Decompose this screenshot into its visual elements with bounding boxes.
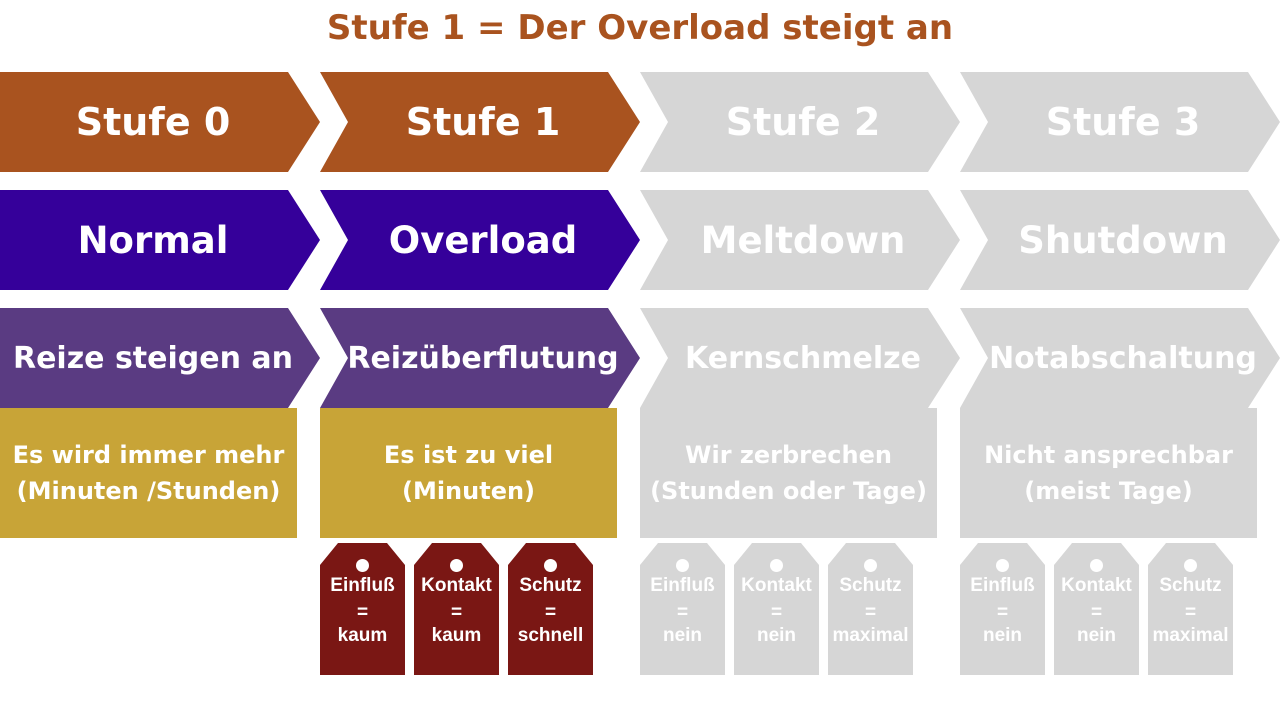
stage-subtitle-chevron: Notabschaltung xyxy=(960,308,1280,408)
tag-hole-icon xyxy=(356,559,369,572)
tag-hole-icon xyxy=(450,559,463,572)
stage-name-chevron: Normal xyxy=(0,190,320,290)
tag-equals: = xyxy=(356,602,369,623)
stage-description-box: Nicht ansprechbar (meist Tage) xyxy=(960,408,1257,538)
tag-value: nein xyxy=(756,625,797,646)
stage-subtitle-label: Reizüberflutung xyxy=(347,340,619,376)
stage-tag: Schutz =maximal xyxy=(1148,543,1233,675)
tag-hole-icon xyxy=(996,559,1009,572)
tag-hole-icon xyxy=(770,559,783,572)
stage-tag: Einfluß =nein xyxy=(960,543,1045,675)
stage-level-label: Stufe 1 xyxy=(405,100,561,144)
stage-subtitle-chevron: Reize steigen an xyxy=(0,308,320,408)
tag-value: kaum xyxy=(431,625,482,646)
tag-label: Einfluß xyxy=(970,575,1035,596)
tag-label: Kontakt xyxy=(741,575,812,596)
stage-level-chevron: Stufe 1 xyxy=(320,72,640,172)
stage-name-chevron: Shutdown xyxy=(960,190,1280,290)
tag-equals: = xyxy=(996,602,1009,623)
tag-equals: = xyxy=(544,602,557,623)
stage-subtitle-label: Reize steigen an xyxy=(12,340,294,376)
tag-value: nein xyxy=(982,625,1023,646)
stage-subtitle-chevron: Reizüberflutung xyxy=(320,308,640,408)
stage-subtitle-label: Kernschmelze xyxy=(685,340,921,376)
tag-label: Einfluß xyxy=(650,575,715,596)
stage-tag: Schutz =schnell xyxy=(508,543,593,675)
stage-name-chevron: Overload xyxy=(320,190,640,290)
tag-equals: = xyxy=(864,602,877,623)
stage-subtitle-label: Notabschaltung xyxy=(989,340,1257,376)
tag-label: Kontakt xyxy=(1061,575,1132,596)
tag-label: Schutz xyxy=(1159,575,1222,596)
tag-hole-icon xyxy=(864,559,877,572)
stage-tag: Kontakt =nein xyxy=(734,543,819,675)
tag-equals: = xyxy=(1090,602,1103,623)
stage-description-line: Es wird immer mehr xyxy=(12,441,285,469)
tag-equals: = xyxy=(450,602,463,623)
stage-tag: Kontakt =nein xyxy=(1054,543,1139,675)
tag-hole-icon xyxy=(1184,559,1197,572)
stage-description-box: Wir zerbrechen (Stunden oder Tage) xyxy=(640,408,937,538)
page-title: Stufe 1 = Der Overload steigt an xyxy=(326,8,954,48)
stage-subtitle-chevron: Kernschmelze xyxy=(640,308,960,408)
stage-level-chevron: Stufe 3 xyxy=(960,72,1280,172)
stage-name-label: Shutdown xyxy=(1018,218,1228,262)
stage-name-label: Meltdown xyxy=(700,218,906,262)
tag-value: nein xyxy=(1076,625,1117,646)
stage-description-box: Es wird immer mehr (Minuten /Stunden) xyxy=(0,408,297,538)
stage-description-line: Es ist zu viel xyxy=(383,441,554,469)
tag-value: nein xyxy=(662,625,703,646)
tag-equals: = xyxy=(1184,602,1197,623)
tag-value: schnell xyxy=(517,625,584,646)
stage-description-line: Wir zerbrechen xyxy=(685,441,892,469)
tag-label: Schutz xyxy=(519,575,582,596)
tag-hole-icon xyxy=(676,559,689,572)
stage-level-label: Stufe 0 xyxy=(75,100,231,144)
tag-value: maximal xyxy=(832,625,909,646)
tag-label: Einfluß xyxy=(330,575,395,596)
tag-label: Schutz xyxy=(839,575,902,596)
stage-level-chevron: Stufe 0 xyxy=(0,72,320,172)
stage-level-label: Stufe 2 xyxy=(725,100,881,144)
stage-description-line: Nicht ansprechbar xyxy=(984,441,1233,469)
stage-name-label: Normal xyxy=(77,218,229,262)
stage-duration-line: (Minuten /Stunden) xyxy=(16,477,281,505)
tag-equals: = xyxy=(770,602,783,623)
tag-value: maximal xyxy=(1152,625,1229,646)
stage-duration-line: (meist Tage) xyxy=(1024,477,1193,505)
stage-duration-line: (Minuten) xyxy=(401,477,536,505)
tag-equals: = xyxy=(676,602,689,623)
stage-level-label: Stufe 3 xyxy=(1045,100,1201,144)
stage-tag: Einfluß =nein xyxy=(640,543,725,675)
stage-tag: Schutz =maximal xyxy=(828,543,913,675)
tag-value: kaum xyxy=(337,625,388,646)
stage-tag: Kontakt =kaum xyxy=(414,543,499,675)
tag-hole-icon xyxy=(1090,559,1103,572)
tag-hole-icon xyxy=(544,559,557,572)
tag-label: Kontakt xyxy=(421,575,492,596)
stage-duration-line: (Stunden oder Tage) xyxy=(650,477,927,505)
stage-tag: Einfluß =kaum xyxy=(320,543,405,675)
stage-name-chevron: Meltdown xyxy=(640,190,960,290)
stage-description-box: Es ist zu viel (Minuten) xyxy=(320,408,617,538)
stage-level-chevron: Stufe 2 xyxy=(640,72,960,172)
stage-name-label: Overload xyxy=(388,218,578,262)
